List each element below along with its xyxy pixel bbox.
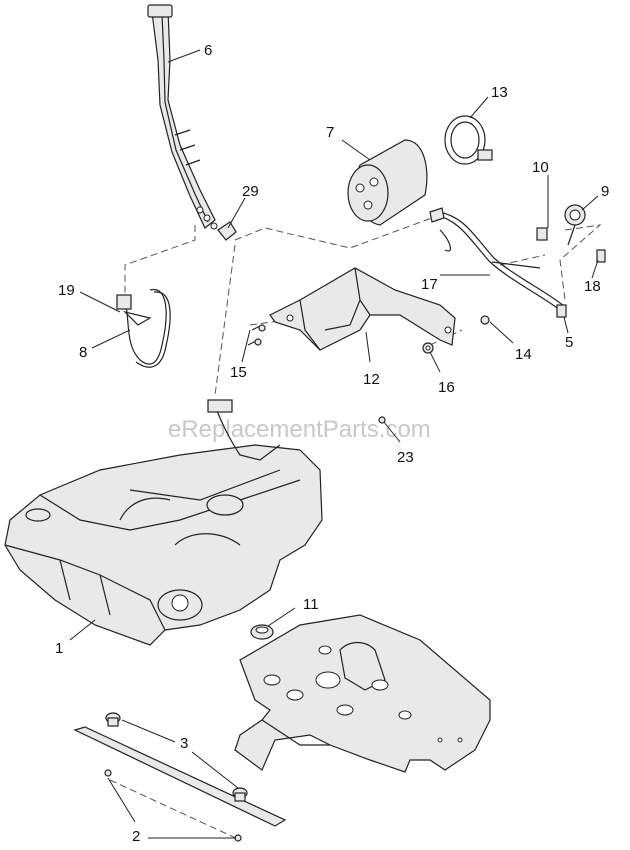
cap-part-6 [250, 624, 274, 640]
callout-labels: 6 13 7 10 9 29 19 8 17 18 5 14 16 12 15 … [55, 42, 609, 845]
callout-11: 10 [532, 159, 549, 176]
callout-5: 6 [204, 42, 212, 59]
bottom-strip [73, 712, 287, 842]
breather-hose-part [116, 289, 171, 368]
filler-tube-part [147, 4, 218, 230]
mounting-plate [234, 614, 491, 773]
callout-10: 9 [601, 183, 609, 200]
callout-8: 7 [326, 124, 334, 141]
callout-18: 18 [584, 278, 601, 295]
strap-part-13 [444, 115, 493, 165]
callout-17: 17 [421, 276, 438, 293]
callout-15: 14 [515, 346, 532, 363]
callout-2: 2 [132, 828, 140, 845]
leader-lines [69, 49, 599, 839]
callout-6: 11 [303, 596, 319, 613]
heat-shield-part-12 [269, 267, 456, 351]
callout-29: 23 [397, 449, 414, 466]
vapor-hose-part [429, 207, 567, 318]
callout-13: 13 [491, 84, 508, 101]
callout-14: 15 [230, 364, 247, 381]
callout-1: 1 [55, 640, 63, 657]
callout-12: 12 [363, 371, 380, 388]
callout-19: 19 [58, 282, 75, 299]
callout-23: 29 [242, 183, 259, 200]
clamp-part-23 [217, 221, 237, 241]
callout-16: 16 [438, 379, 455, 396]
vent-cap-part [536, 204, 606, 263]
callout-9: 5 [565, 334, 573, 351]
fuel-tank-part-1 [4, 399, 323, 646]
callout-3: 3 [180, 735, 188, 752]
callout-7: 8 [79, 344, 87, 361]
canister-part-8 [347, 139, 428, 226]
watermark: eReplacementParts.com [168, 416, 431, 443]
fasteners [247, 315, 490, 424]
